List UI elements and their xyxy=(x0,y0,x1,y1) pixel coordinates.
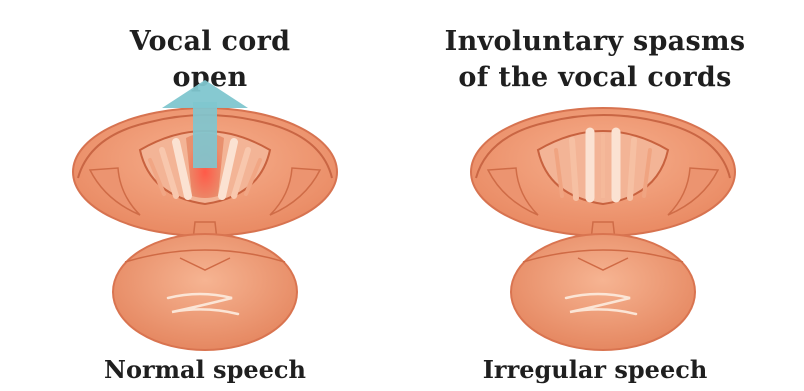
larynx-spasms xyxy=(471,108,735,350)
left-caption: Normal speech xyxy=(40,355,370,384)
right-caption: Irregular speech xyxy=(430,355,760,384)
